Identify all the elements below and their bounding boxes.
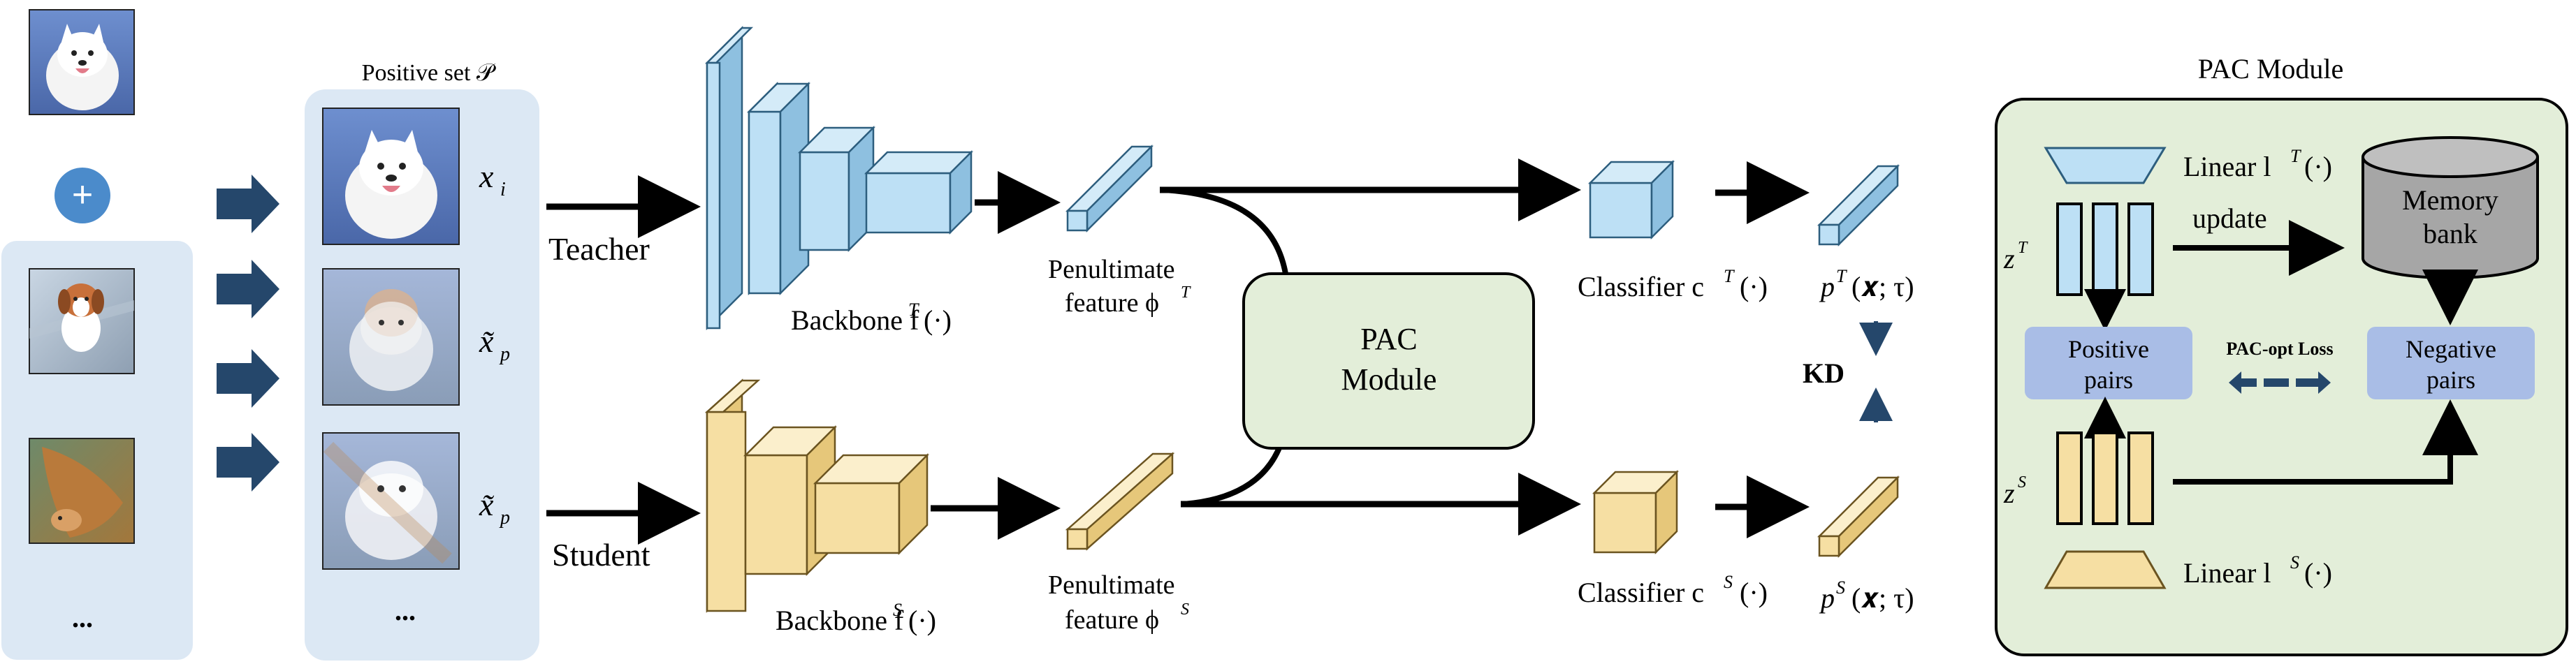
- arrow-right-2: [217, 260, 279, 318]
- teacher-probability-vector: [1817, 163, 1900, 247]
- student-classifier: [1592, 469, 1680, 555]
- negative-pairs-label-1: Negative: [2406, 335, 2496, 363]
- teacher-linear-head: [2044, 147, 2167, 296]
- label-x-i: x: [479, 158, 494, 194]
- student-label: Student: [552, 537, 650, 573]
- label-x-i-sub: i: [500, 179, 506, 200]
- z-teacher-label: z: [2003, 243, 2015, 274]
- label-x-p-1: x̃: [479, 323, 495, 359]
- student-backbone-arg: (·): [908, 605, 936, 636]
- arrow-right-4: [217, 433, 279, 492]
- augment-ellipsis: ...: [72, 602, 93, 633]
- teacher-linear-label: Linear l: [2183, 151, 2271, 182]
- positive-set-title: Positive set 𝒫: [362, 60, 496, 86]
- pac-detail-title: PAC Module: [2198, 53, 2344, 84]
- kd-indicator: KD: [1803, 321, 1893, 422]
- student-z-bar-1: [2056, 431, 2083, 525]
- student-penultimate-feature: [1065, 452, 1175, 551]
- teacher-classifier-sup: T: [1724, 266, 1735, 286]
- teacher-classifier-arg: (·): [1740, 271, 1768, 302]
- augment-arrows: [217, 175, 279, 492]
- student-prob-label: p: [1819, 582, 1835, 614]
- teacher-to-pac-curve: [1162, 187, 1288, 274]
- arrow-right-3: [217, 349, 279, 408]
- teacher-prob-label: p: [1819, 271, 1835, 302]
- teacher-z-bar-3: [2127, 202, 2154, 296]
- student-to-negative-arrow: [2173, 399, 2478, 485]
- kd-label: KD: [1803, 357, 1844, 389]
- input-image-spitz: [29, 9, 135, 115]
- teacher-backbone-sup: T: [908, 300, 919, 320]
- teacher-z-bar-2: [2092, 202, 2118, 296]
- positive-set-ellipsis: ...: [395, 595, 416, 626]
- student-classifier-label: Classifier c: [1578, 577, 1704, 608]
- student-backbone: [704, 378, 930, 613]
- student-linear-head: [2044, 431, 2167, 589]
- student-classifier-arg: (·): [1740, 577, 1768, 608]
- augment-image-rotated-dog: [29, 438, 135, 544]
- teacher-classifier-label: Classifier c: [1578, 271, 1704, 302]
- teacher-backbone: [704, 25, 974, 331]
- memory-bank-label-1: Memory: [2402, 184, 2498, 216]
- arrow-right-1: [217, 175, 279, 233]
- student-linear-arg: (·): [2304, 557, 2332, 589]
- positive-image-mix-2: [322, 432, 460, 570]
- teacher-linear-trapezoid: [2044, 147, 2167, 184]
- teacher-penultimate-label-1: Penultimate: [1048, 255, 1175, 284]
- positive-image-original: [322, 108, 460, 245]
- label-x-p-1-sub: p: [499, 344, 510, 365]
- teacher-classifier: [1587, 159, 1675, 240]
- pac-opt-loss-arrow: [2229, 371, 2331, 394]
- teacher-backbone-label: Backbone f: [791, 304, 919, 336]
- pac-opt-loss-label: PAC-opt Loss: [2226, 339, 2333, 359]
- student-penultimate-label-2: feature ϕ: [1065, 605, 1159, 635]
- negative-pairs-label-2: pairs: [2426, 366, 2475, 394]
- student-backbone-sup: S: [893, 600, 902, 620]
- label-x-p-2-sub: p: [499, 507, 510, 529]
- z-student-sup: S: [2018, 473, 2026, 492]
- student-z-bar-3: [2127, 431, 2154, 525]
- student-linear-label: Linear l: [2183, 557, 2271, 589]
- student-backbone-label: Backbone f: [776, 605, 904, 636]
- student-prob-arg: (𝒙; τ): [1851, 582, 1914, 614]
- memory-bank: Memory bank: [2362, 136, 2539, 279]
- teacher-penultimate-sup: T: [1181, 283, 1191, 302]
- teacher-label: Teacher: [548, 231, 650, 267]
- student-linear-trapezoid: [2044, 550, 2167, 589]
- student-penultimate-sup: S: [1181, 600, 1189, 619]
- memory-bank-label-2: bank: [2423, 218, 2477, 249]
- teacher-penultimate-feature: [1065, 144, 1154, 233]
- z-student-label: z: [2003, 478, 2015, 509]
- positive-set-labels: x i x̃ p x̃ p: [479, 158, 510, 529]
- teacher-prob-arg: (𝒙; τ): [1851, 271, 1914, 302]
- student-penultimate-label-1: Penultimate: [1048, 570, 1175, 600]
- positive-pairs-label-2: pairs: [2084, 366, 2133, 394]
- positive-pairs-label-1: Positive: [2068, 335, 2149, 363]
- negative-pairs-box: [2367, 327, 2535, 399]
- pac-module-label-2: Module: [1341, 362, 1437, 397]
- teacher-backbone-arg: (·): [924, 304, 952, 336]
- teacher-linear-arg: (·): [2304, 151, 2332, 182]
- pac-module-box: [1242, 272, 1535, 450]
- teacher-linear-sup: T: [2290, 146, 2301, 166]
- teacher-prob-sup: T: [1836, 266, 1847, 286]
- plus-icon: +: [54, 168, 110, 223]
- student-classifier-sup: S: [1724, 572, 1733, 592]
- student-z-bar-2: [2092, 431, 2118, 525]
- plus-sign: +: [72, 175, 93, 215]
- augment-image-puppy: [29, 268, 135, 374]
- student-linear-sup: S: [2290, 552, 2299, 573]
- positive-image-mix-1: [322, 268, 460, 406]
- z-teacher-sup: T: [2018, 239, 2028, 257]
- update-label: update: [2192, 202, 2267, 234]
- label-x-p-2: x̃: [479, 487, 495, 522]
- student-probability-vector: [1817, 475, 1900, 559]
- positive-pairs-box: [2025, 327, 2192, 399]
- teacher-penultimate-label-2: feature ϕ: [1065, 288, 1159, 318]
- teacher-z-bar-1: [2056, 202, 2083, 296]
- student-prob-sup: S: [1836, 577, 1845, 598]
- pac-module-label-1: PAC: [1360, 322, 1418, 356]
